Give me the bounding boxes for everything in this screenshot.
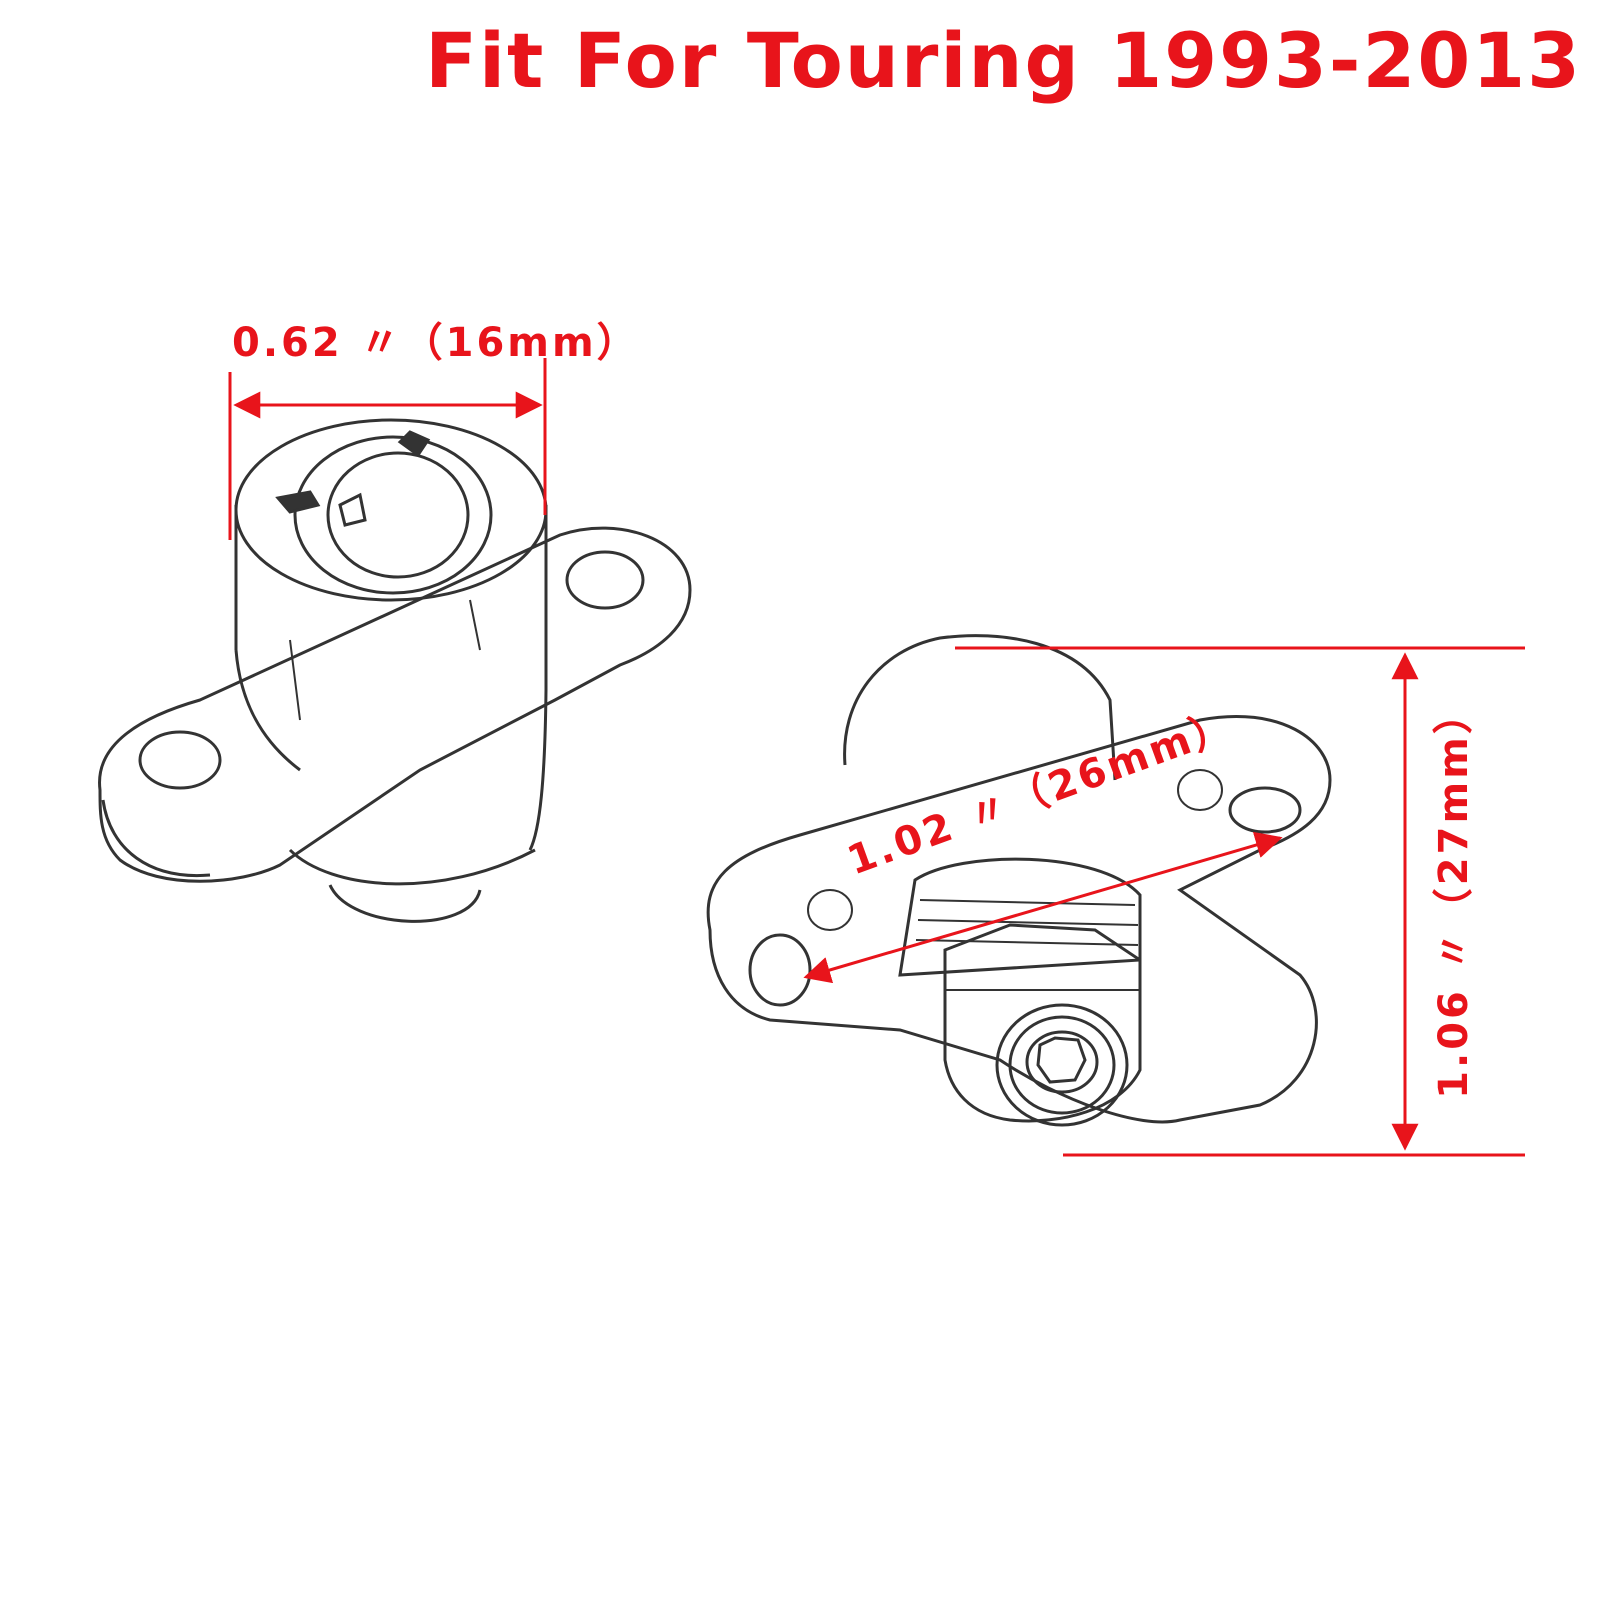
height-dimension-label: 1.06 〃（27mm） (1431, 691, 1477, 1099)
width-dimension-label: 0.62 〃（16mm） (232, 320, 640, 366)
product-title: Fit For Touring 1993-2013 (425, 16, 1582, 105)
mount-bracket-icon (98, 418, 692, 923)
diagonal-arrow (803, 831, 1283, 984)
mount-bracket-with-nut-icon (706, 634, 1332, 1127)
dimension-lines (228, 358, 1525, 1157)
